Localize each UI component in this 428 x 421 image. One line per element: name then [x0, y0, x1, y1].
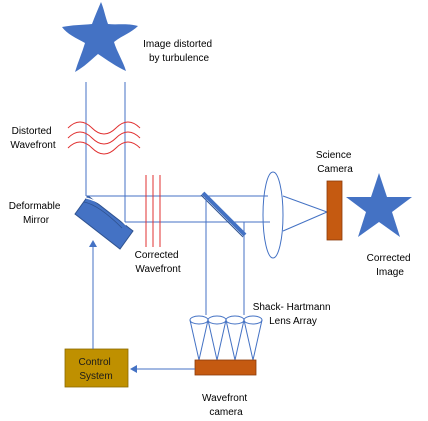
distorted-star-icon [62, 2, 138, 72]
corrected-wavefront-lines [145, 175, 161, 247]
label-control-system: Control System [78, 357, 113, 382]
converging-beams [282, 195, 328, 232]
distorted-wavefront-waves [67, 121, 141, 155]
control-system-box [64, 348, 129, 388]
wavefront-camera [194, 359, 257, 376]
label-science-camera: Science Camera [316, 150, 354, 175]
shack-hartmann-lens-array [189, 315, 263, 361]
label-distorted-image: Image distorted by turbulence [143, 39, 215, 64]
focusing-lens [262, 171, 284, 259]
deformable-mirror [74, 195, 134, 250]
science-camera [326, 180, 343, 241]
label-corrected-image: Corrected Image [367, 253, 414, 278]
label-deformable-mirror: Deformable Mirror [9, 201, 63, 226]
beam-splitter [200, 191, 247, 238]
label-distorted-wavefront: Distorted Wavefront [10, 126, 55, 151]
label-wavefront-camera: Wavefront camera [202, 393, 250, 418]
label-shack-hartmann: Shack- Hartmann Lens Array [253, 302, 334, 327]
label-corrected-wavefront: Corrected Wavefront [135, 250, 182, 275]
corrected-star-icon [346, 173, 412, 237]
